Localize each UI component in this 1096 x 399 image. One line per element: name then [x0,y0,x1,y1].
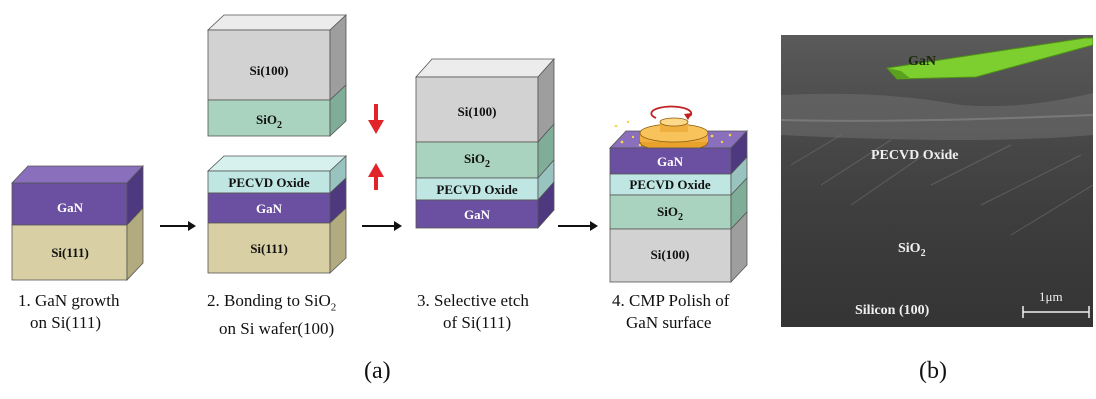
step2-top-stack: Si(100) SiO2 [206,14,348,137]
bonding-arrows [368,104,384,190]
step1-stack: GaN Si(111) [11,164,144,282]
step1-si-label: Si(111) [51,245,89,260]
step3-si100-label: Si(100) [458,104,497,119]
step1-caption-line1: 1. GaN growth [18,291,120,310]
sem-gan-label: GaN [908,54,936,69]
step3-caption-line2: of Si(111) [443,313,512,332]
step3-caption-line1: 3. Selective etch [417,291,529,310]
sem-sio2-label: SiO2 [898,241,926,259]
process-arrow-2 [362,221,402,231]
sem-silicon-label: Silicon (100) [855,303,930,318]
step2-caption-line1: 2. Bonding to SiO2 [207,291,337,314]
step2-caption: 2. Bonding to SiO2 on Si wafer(100) [207,290,367,340]
step4-caption-line1: 4. CMP Polish of [612,291,730,310]
step3-stack: Si(100) SiO2 PECVD Oxide GaN [415,57,555,230]
cmp-pad-icon [639,105,709,152]
step2-gan-label: GaN [256,201,283,216]
step2-si111-label: Si(111) [250,241,288,256]
step3-gan-label: GaN [464,207,491,222]
step1-caption: 1. GaN growth on Si(111) [18,290,158,334]
step1-gan-label: GaN [57,200,84,215]
sem-pecvd-label: PECVD Oxide [871,148,959,163]
step3-pecvd-label: PECVD Oxide [436,182,517,197]
step4-caption: 4. CMP Polish of GaN surface [612,290,772,334]
step4-gan-label: GaN [657,154,684,169]
step4-si100-label: Si(100) [651,247,690,262]
step2-pecvd-label: PECVD Oxide [228,175,309,190]
step2-caption-line2: on Si wafer(100) [219,319,335,339]
step1-caption-line2: on Si(111) [30,313,101,332]
sem-micrograph: GaN PECVD Oxide SiO2 Silicon (100) 1μm [781,35,1093,327]
step2-si100-label: Si(100) [250,63,289,78]
sem-scale-label: 1μm [1039,289,1063,304]
step3-caption: 3. Selective etch of Si(111) [417,290,577,334]
step2-sio2-label: SiO2 [256,112,282,131]
sem-texture [781,37,1093,318]
step4-sio2-label: SiO2 [657,204,683,223]
process-arrow-1 [160,221,196,231]
step3-sio2-label: SiO2 [464,151,490,170]
step4-pecvd-label: PECVD Oxide [629,177,710,192]
process-arrow-3 [558,221,598,231]
step4-stack: GaN PECVD Oxide SiO2 Si(100) [609,105,748,284]
panel-b-label: (b) [919,358,947,384]
panel-a-label: (a) [364,358,391,384]
scale-bar [1022,306,1090,318]
step4-caption-line2: GaN surface [626,313,712,332]
step2-bottom-stack: PECVD Oxide GaN Si(111) [206,155,348,274]
